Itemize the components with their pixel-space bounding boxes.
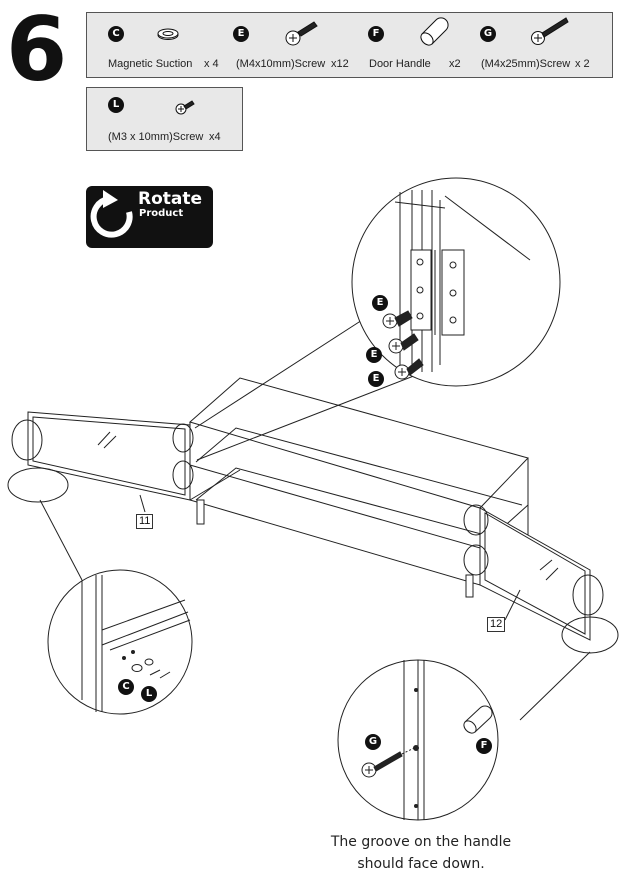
part-label-g: (M4x25mm)Screw xyxy=(481,58,571,70)
rotate-subtitle: Product xyxy=(139,208,184,219)
step-number: 6 xyxy=(6,0,67,101)
callout-e-2: E xyxy=(366,347,382,363)
callout-f: F xyxy=(476,738,492,754)
small-screw-icon xyxy=(175,100,195,115)
left-door xyxy=(7,411,194,513)
rotate-arrow-icon xyxy=(86,186,213,248)
callout-l: L xyxy=(141,686,157,702)
part-qty-f: x2 xyxy=(449,58,461,70)
part-label-e: (M4x10mm)Screw xyxy=(236,58,326,70)
part-letter-f: F xyxy=(368,26,384,42)
part-label-l: (M3 x 10mm)Screw xyxy=(108,131,204,143)
part-letter-l: L xyxy=(108,97,124,113)
callout-e-1: E xyxy=(372,295,388,311)
part-qty-c: x 4 xyxy=(204,58,219,70)
cabinet-body xyxy=(188,377,529,598)
callout-e-3: E xyxy=(368,371,384,387)
part-qty-l: x4 xyxy=(209,131,221,143)
part-label-c: Magnetic Suction xyxy=(108,58,193,70)
part-qty-e: x12 xyxy=(331,58,349,70)
part-letter-e: E xyxy=(233,26,249,42)
left-door-detail xyxy=(47,569,193,715)
part-number-right-door: 12 xyxy=(487,617,506,632)
instruction-note-line1: The groove on the handle xyxy=(330,834,512,850)
right-door xyxy=(463,504,619,654)
rotate-title: Rotate xyxy=(138,189,203,209)
callout-g: G xyxy=(365,734,381,750)
part-number-left-door: 11 xyxy=(136,514,154,529)
screw-icon xyxy=(285,21,318,46)
callout-c: C xyxy=(118,679,134,695)
parts-list-box xyxy=(86,12,613,78)
part-label-f: Door Handle xyxy=(369,58,431,70)
magnetic-suction-icon xyxy=(157,28,179,40)
part-letter-c: C xyxy=(108,26,124,42)
part-qty-g: x 2 xyxy=(575,58,590,70)
instruction-note-line2: should face down. xyxy=(357,856,485,872)
part-letter-g: G xyxy=(480,26,496,42)
hinge-detail xyxy=(351,177,561,387)
handle-detail xyxy=(337,659,499,821)
long-screw-icon xyxy=(531,17,569,45)
door-handle-icon xyxy=(420,17,449,46)
